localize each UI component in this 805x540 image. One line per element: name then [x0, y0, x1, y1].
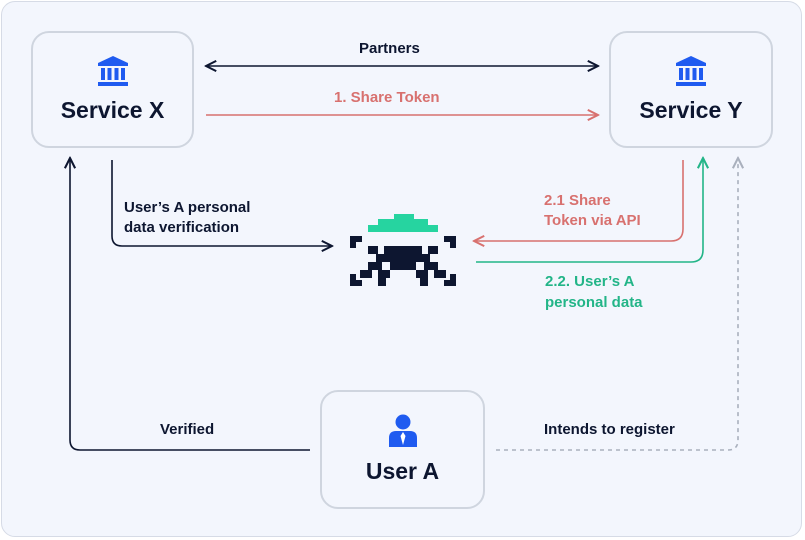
verified-connector: [70, 158, 310, 451]
bank-icon: [676, 56, 706, 86]
user-icon: [388, 414, 417, 447]
user-a-label: User A: [365, 458, 440, 484]
partners-label: Partners: [359, 40, 420, 57]
verified-label: Verified: [160, 421, 215, 438]
service-x-label: Service X: [60, 97, 165, 123]
personal-verification-connector: [111, 160, 332, 246]
service-x-node: Service X: [31, 31, 194, 148]
personal-data-label-line2: personal data: [545, 294, 643, 311]
verification-robot-icon: [350, 214, 456, 286]
service-y-label: Service Y: [639, 97, 743, 123]
personal-verification-label-line2: data verification: [124, 219, 240, 236]
share-token-api-connector: [474, 160, 684, 241]
share-token-api-label-line1: 2.1 Share: [544, 192, 611, 209]
share-token-label: 1. Share Token: [334, 89, 440, 106]
personal-verification-label-line1: User’s A personal: [124, 199, 251, 216]
service-y-node: Service Y: [609, 31, 773, 148]
personal-data-label-line1: 2.2. User’s A: [545, 273, 635, 290]
bank-icon: [97, 56, 128, 86]
intends-connector: [496, 158, 738, 451]
intends-label: Intends to register: [544, 421, 675, 438]
personal-data-connector: [476, 158, 703, 263]
share-token-api-label-line2: Token via API: [544, 212, 641, 229]
user-a-node: User A: [320, 390, 485, 509]
